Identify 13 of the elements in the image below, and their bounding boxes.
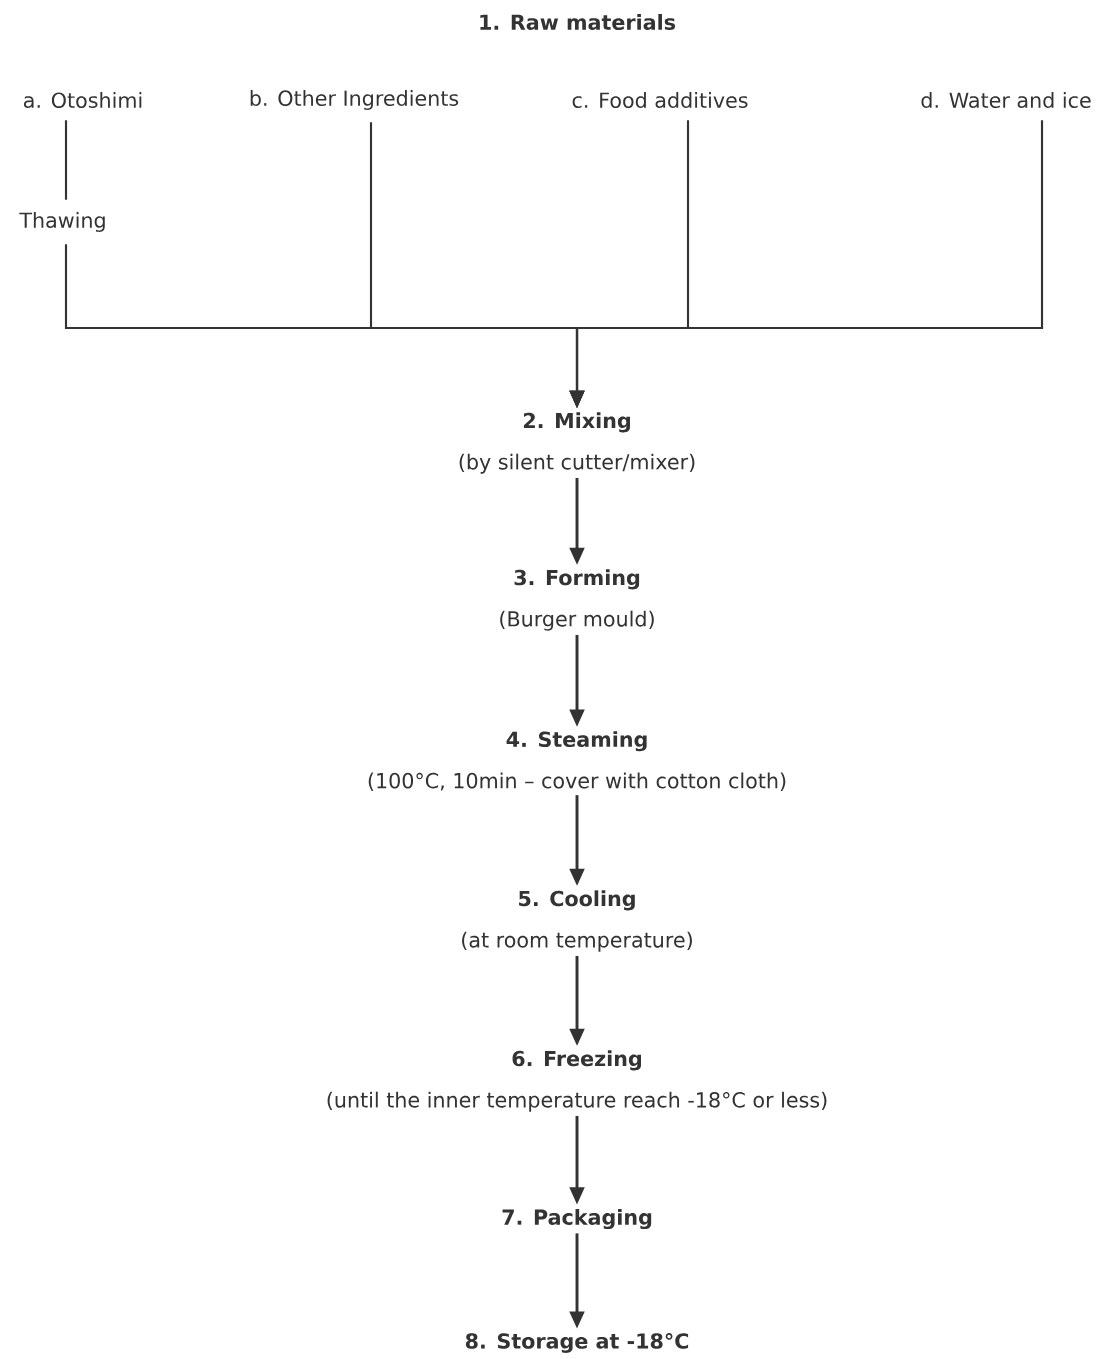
ingredient-label: Thawing xyxy=(19,212,105,232)
step-label: 5. Cooling (at room temperature) xyxy=(462,890,692,952)
ingredient-label: b. Other Ingredients xyxy=(250,90,459,110)
step-label: 2. Mixing (by silent cutter/mixer) xyxy=(459,412,695,474)
step-label: 4. Steaming (100°C, 10min – cover with cotton cloth) xyxy=(368,731,786,791)
step-label: 3. Forming (Burger mould) xyxy=(500,569,654,631)
ingredient-label: c. Food additives xyxy=(572,92,748,108)
heading: 1. Raw materials xyxy=(480,14,675,30)
ingredient-label: a. Otoshimi xyxy=(24,92,142,108)
ingredient-label: d. Water and ice xyxy=(921,92,1091,108)
step-label: 7. Packaging xyxy=(502,1208,652,1230)
step-label: 8. Storage at -18°C xyxy=(465,1333,689,1353)
step-label: 6. Freezing (until the inner temperature reach -18°C or less) xyxy=(327,1050,827,1112)
